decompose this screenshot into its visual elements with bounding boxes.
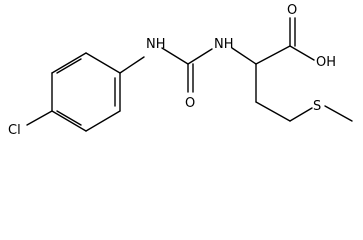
sidechain-bond-2 (255, 101, 291, 122)
nh-right-label: NH (214, 37, 234, 52)
acid-oxygen-label: O (287, 3, 297, 18)
nh-urea-bond (161, 47, 189, 65)
chemical-structure: Cl NH O NH O OH S (8, 3, 353, 137)
ring-double-bond-c (56, 58, 82, 74)
carbonyl-oxygen-label: O (185, 96, 195, 111)
carboxyl-oh-bond (289, 45, 315, 61)
urea-nh-bond (187, 48, 213, 65)
alpha-carboxyl-bond (255, 45, 291, 65)
nh-left-label: NH (146, 37, 166, 52)
methyl-bond (324, 105, 353, 122)
ring-bond-3 (85, 110, 121, 132)
chlorophenyl-ring (51, 52, 121, 132)
sulfur-label: S (313, 99, 321, 114)
nh-alpha-bond (231, 47, 257, 65)
cl-bond (26, 110, 53, 126)
chlorine-label: Cl (8, 123, 21, 137)
ring-bond-6 (51, 52, 87, 74)
ring-bond-1 (85, 52, 121, 74)
ring-double-bond-b (56, 110, 82, 126)
sidechain-bond-3 (289, 107, 313, 122)
ring-bond-4 (51, 110, 87, 132)
ring-nh-bond (119, 56, 145, 74)
hydroxyl-label: OH (316, 55, 336, 70)
